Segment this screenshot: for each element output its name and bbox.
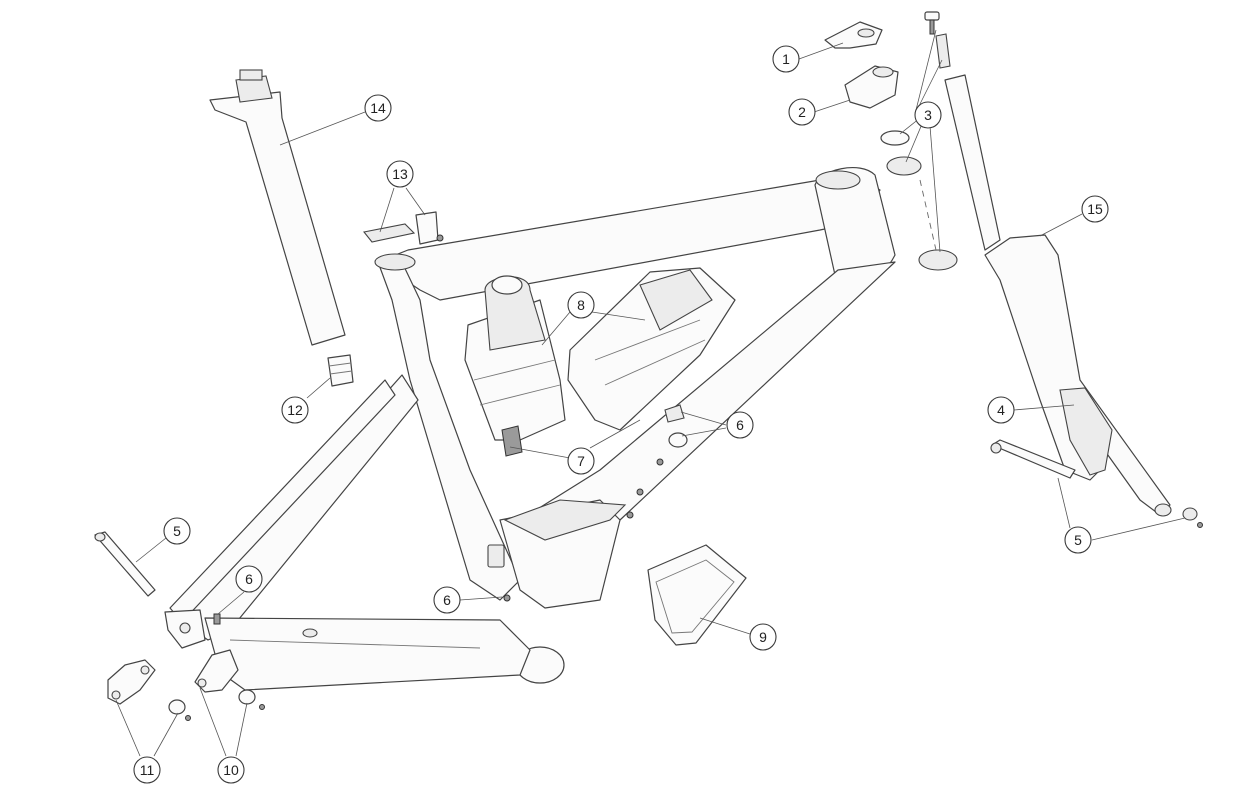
callout-8-label: 8 (577, 297, 585, 313)
callout-12-label: 12 (287, 402, 303, 418)
callout-6-chainstay-label: 6 (245, 571, 253, 587)
callout-14: 14 (364, 94, 392, 122)
leader-lines (115, 29, 1186, 757)
callout-7-label: 7 (577, 453, 585, 469)
callout-11: 11 (133, 756, 161, 784)
callout-5-rear: 5 (163, 517, 191, 545)
callout-10: 10 (217, 756, 245, 784)
callout-2-label: 2 (798, 104, 806, 120)
callout-10-label: 10 (223, 762, 239, 778)
callout-5-front-label: 5 (1074, 532, 1082, 548)
callout-1-label: 1 (782, 51, 790, 67)
bottle-cage-right (567, 267, 736, 431)
seat-clamp-wedge (327, 354, 354, 387)
headset-spacer (844, 65, 899, 109)
callout-14-label: 14 (370, 100, 386, 116)
seatpost (209, 69, 346, 346)
callout-9: 9 (749, 623, 777, 651)
callout-12: 12 (281, 396, 309, 424)
callout-5-rear-label: 5 (173, 523, 181, 539)
callout-7: 7 (567, 447, 595, 475)
callout-6-bb-label: 6 (443, 592, 451, 608)
callout-6-downtube: 6 (726, 411, 754, 439)
callout-13: 13 (386, 160, 414, 188)
callout-11-label: 11 (140, 762, 155, 778)
bottle-cage-left (464, 275, 566, 457)
callout-6-bb: 6 (433, 586, 461, 614)
callout-4: 4 (987, 396, 1015, 424)
callout-1: 1 (772, 45, 800, 73)
callout-6-chainstay: 6 (235, 565, 263, 593)
small-hardware (213, 404, 688, 625)
callout-15: 15 (1081, 195, 1109, 223)
front-axle (990, 439, 1203, 528)
seat-clamp-parts (363, 211, 444, 245)
callout-3: 3 (914, 101, 942, 129)
fork (944, 74, 1172, 517)
callout-8: 8 (567, 291, 595, 319)
callout-3-label: 3 (924, 107, 932, 123)
callout-9-label: 9 (759, 629, 767, 645)
rear-axle (94, 531, 156, 597)
derailleur-hangers (107, 649, 265, 721)
headset-top-cover (824, 21, 883, 49)
callout-2: 2 (788, 98, 816, 126)
callout-15-label: 15 (1087, 201, 1103, 217)
callout-13-label: 13 (392, 166, 408, 182)
headset-bearings (880, 11, 958, 271)
callout-4-label: 4 (997, 402, 1005, 418)
callout-5-front: 5 (1064, 526, 1092, 554)
callout-6-downtube-label: 6 (736, 417, 744, 433)
battery-cover (647, 544, 747, 646)
